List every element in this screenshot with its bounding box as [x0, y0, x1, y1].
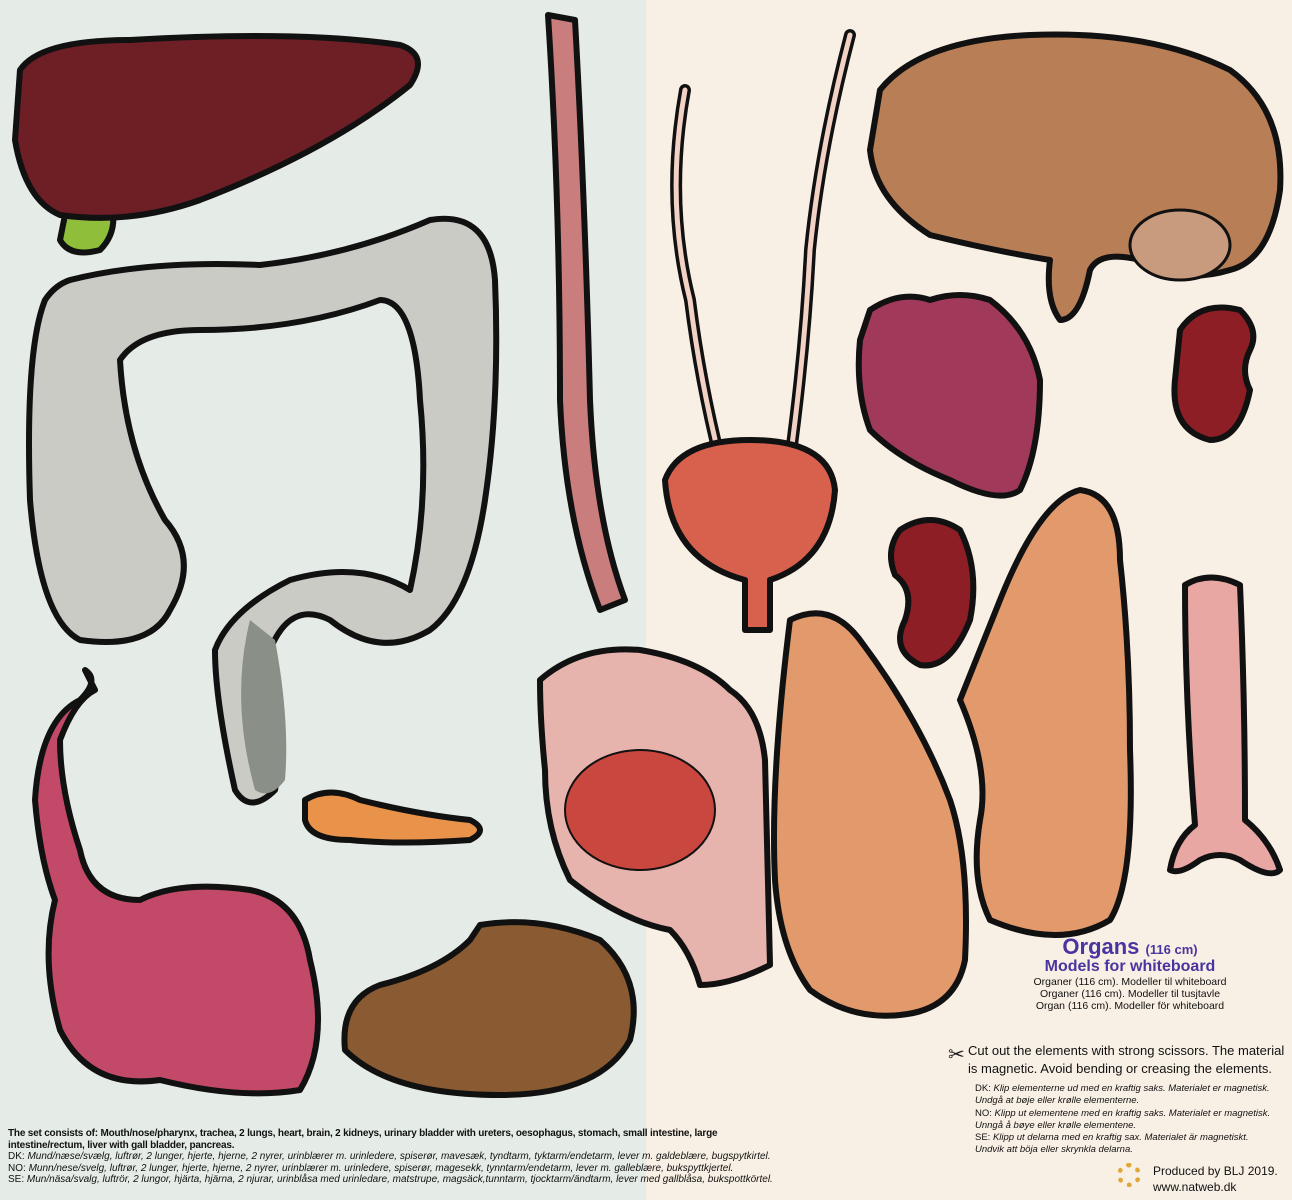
instructions-se-text: Klipp ut delarna med en kraftig sax. Mat…: [975, 1132, 1249, 1156]
brain: [867, 31, 1284, 323]
set-contents-dk-text: Mund/næse/svælg, luftrør, 2 lunger, hjer…: [27, 1151, 771, 1162]
set-contents-dk: DK: Mund/næse/svælg, luftrør, 2 lunger, …: [8, 1151, 778, 1163]
trachea: [1167, 574, 1283, 877]
page-subtitle: Models for whiteboard: [1044, 958, 1216, 975]
produced-by: Produced by BLJ 2019.: [1153, 1164, 1278, 1178]
set-contents: The set consists of: Mouth/nose/pharynx,…: [8, 1128, 778, 1186]
title-translation-no: Organer (116 cm). Modeller til tusjtavle: [1039, 988, 1221, 1000]
heart: [855, 292, 1043, 499]
page-title: Organs (116 cm): [990, 934, 1270, 960]
title-size: (116 cm): [1145, 942, 1198, 957]
stomach: [341, 919, 637, 1098]
liver: [12, 33, 421, 221]
set-contents-se-text: Mun/näsa/svalg, luftrör, 2 lungor, hjärt…: [26, 1174, 773, 1185]
website-link[interactable]: www.natweb.dk: [1153, 1180, 1237, 1194]
natweb-logo: [1117, 1163, 1141, 1187]
lang-label: DK:: [8, 1151, 25, 1162]
pancreas: [302, 789, 483, 846]
instructions-no: NO: Klipp ut elementene med en kraftig s…: [975, 1108, 1275, 1133]
instructions-se: SE: Klipp ut delarna med en kraftig sax.…: [975, 1132, 1275, 1157]
lang-label: NO:: [8, 1162, 26, 1174]
title-translation-se: Organ (116 cm). Modeller för whiteboard: [1035, 1000, 1225, 1012]
lang-label: NO:: [975, 1107, 992, 1119]
kidney-left: [888, 517, 977, 669]
lung-left: [771, 610, 969, 1019]
urinary-bladder: [662, 437, 838, 633]
title-translation-dk: Organer (116 cm). Modeller til whiteboar…: [1033, 976, 1227, 988]
set-contents-no: NO: Munn/nese/svelg, luftrør, 2 lunger, …: [8, 1163, 778, 1175]
set-contents-en: The set consists of: Mouth/nose/pharynx,…: [8, 1128, 718, 1151]
lang-label: SE:: [975, 1132, 991, 1144]
lung-right: [957, 487, 1134, 938]
kidney-right: [1171, 304, 1257, 443]
set-contents-no-text: Munn/nese/svelg, luftrør, 2 lunger, hjer…: [28, 1162, 734, 1174]
scissors-icon: ✂: [948, 1044, 965, 1066]
title-block: Organs (116 cm) Models for whiteboard Or…: [990, 934, 1270, 1012]
ureter-left-inner: [673, 87, 723, 463]
ureter-right-inner: [787, 32, 853, 463]
set-contents-se: SE: Mun/näsa/svalg, luftrör, 2 lungor, h…: [8, 1174, 778, 1186]
credits: Produced by BLJ 2019. www.natweb.dk: [1153, 1163, 1278, 1195]
instructions-no-text: Klipp ut elementene med en kraftig saks.…: [975, 1107, 1271, 1131]
lang-label: DK:: [975, 1083, 991, 1094]
oesophagus: [545, 12, 628, 613]
instructions-translations: DK: Klip elementerne ud med en kraftig s…: [975, 1083, 1275, 1157]
title-main: Organs: [1062, 934, 1140, 959]
instructions-dk: DK: Klip elementerne ud med en kraftig s…: [975, 1083, 1275, 1108]
instructions-dk-text: Klip elementerne ud med en kraftig saks.…: [975, 1083, 1270, 1107]
instructions-en: Cut out the elements with strong scissor…: [968, 1043, 1285, 1076]
lang-label: SE:: [8, 1174, 25, 1185]
small-intestine: [32, 667, 321, 1097]
